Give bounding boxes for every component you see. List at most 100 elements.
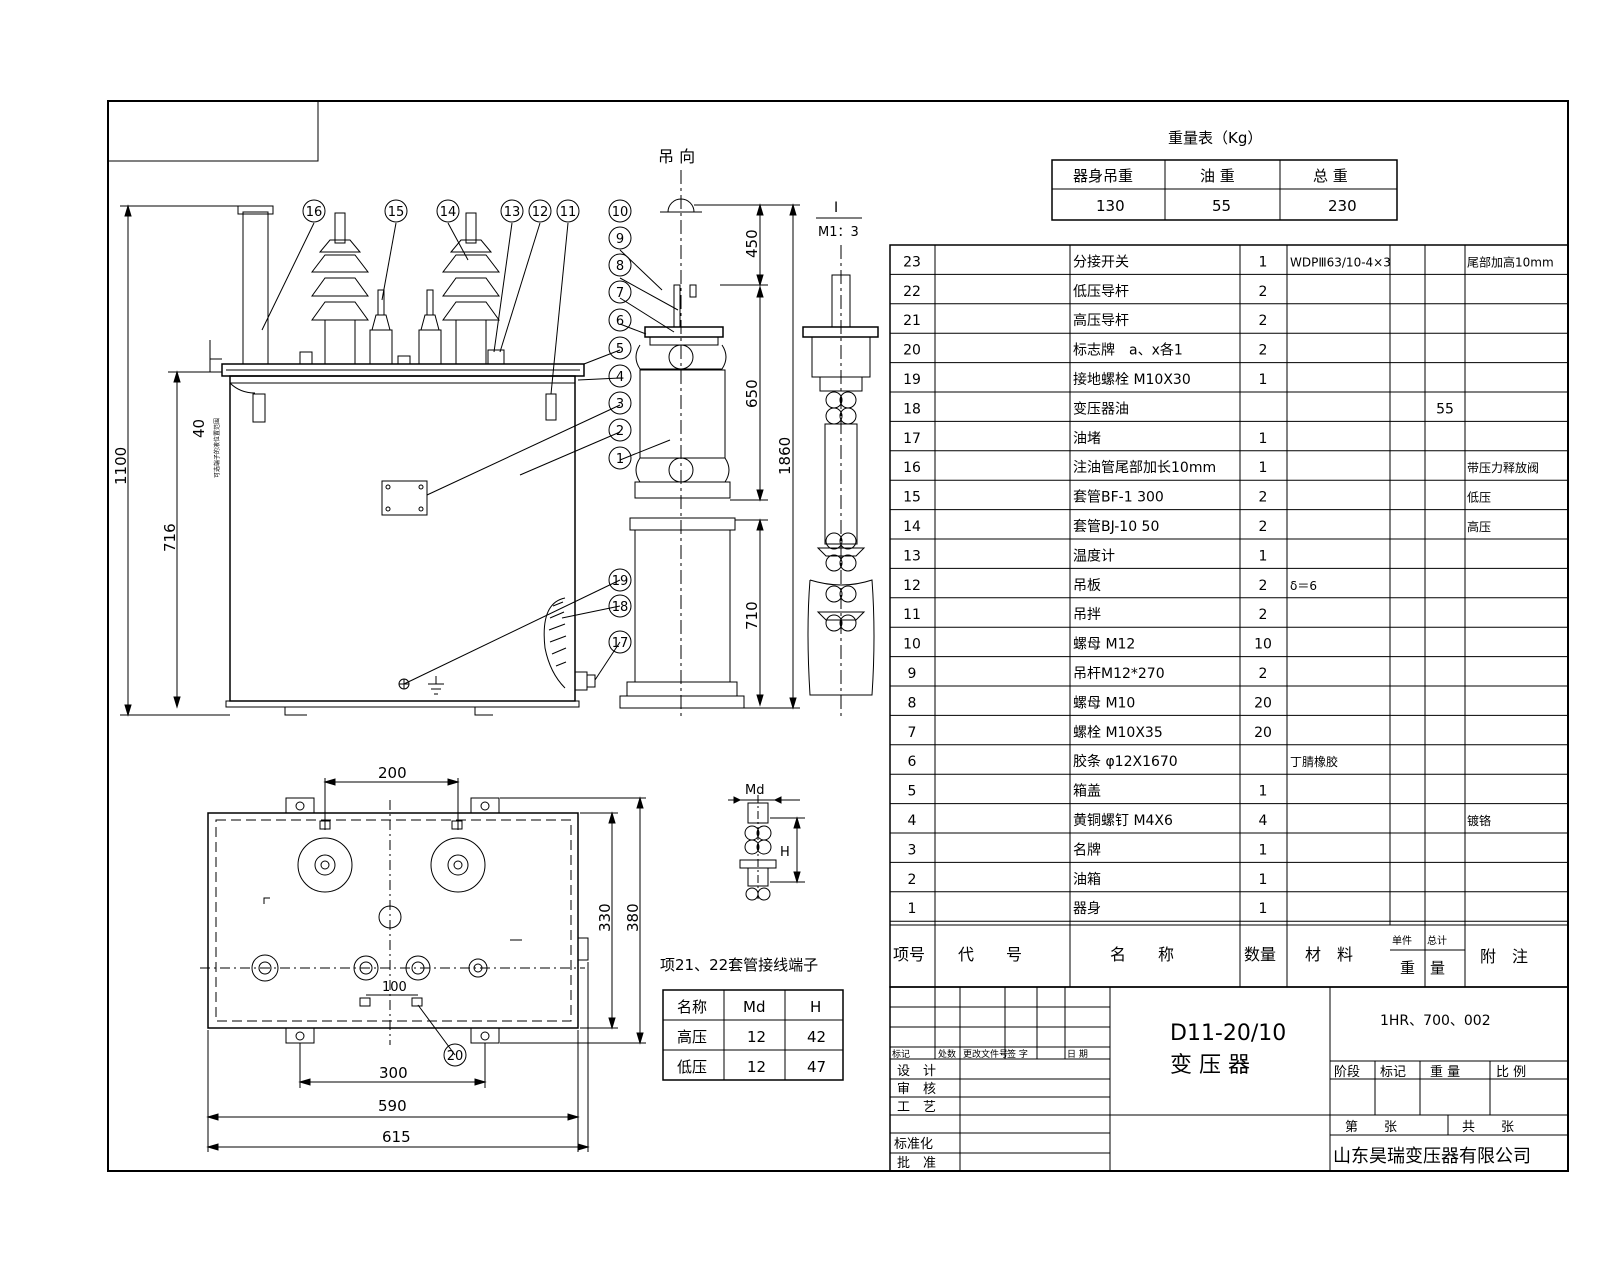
part-name: 接地螺栓 M10X30 — [1073, 371, 1191, 388]
terminal-lv-name: 低压 — [677, 1058, 707, 1076]
weight-header-oil: 油 重 — [1200, 167, 1235, 185]
callout-number: 7 — [616, 286, 624, 301]
parts-header-qty: 数量 — [1244, 945, 1276, 964]
parts-header-no: 项号 — [893, 945, 925, 964]
part-qty: 1 — [1259, 548, 1268, 564]
part-qty: 1 — [1259, 254, 1268, 270]
part-no: 15 — [903, 490, 921, 506]
terminal-h-label: H — [780, 845, 790, 860]
role-approve: 批 准 — [897, 1156, 936, 1171]
part-qty: 2 — [1259, 343, 1268, 359]
part-name: 螺母 M10 — [1073, 695, 1135, 711]
part-no: 21 — [903, 313, 921, 329]
callout-number: 19 — [612, 574, 629, 589]
callout-circle — [557, 200, 579, 222]
section-number: I — [834, 200, 838, 216]
stage-header-mark: 标记 — [1380, 1065, 1406, 1080]
part-qty: 1 — [1259, 372, 1268, 388]
rev-header-count: 处数 — [938, 1048, 956, 1060]
dim-hv-spacing: 200 — [378, 764, 407, 782]
sheet-total: 共 张 — [1462, 1120, 1514, 1135]
part-no: 8 — [908, 695, 917, 711]
part-qty: 20 — [1254, 695, 1272, 711]
part-no: 11 — [903, 607, 921, 623]
part-no: 18 — [903, 401, 921, 417]
parts-header-name: 名 称 — [1110, 945, 1174, 964]
side-section-view: 吊 向 — [620, 147, 800, 720]
corner-box — [108, 101, 318, 161]
role-process: 工 艺 — [897, 1100, 936, 1115]
callout-number: 16 — [306, 205, 323, 220]
terminal-header-md: Md — [743, 998, 765, 1016]
part-name: 套管BJ-10 50 — [1073, 519, 1159, 535]
terminal-header-h: H — [810, 998, 821, 1016]
dim-tank-length: 590 — [378, 1097, 407, 1115]
callout-number: 12 — [532, 205, 549, 220]
top-plan-view: 200 330 380 100 300 590 615 — [200, 764, 646, 1152]
part-name: 吊板 — [1073, 578, 1101, 594]
stage-header-weight: 重 量 — [1430, 1064, 1460, 1080]
dim-foot-spacing: 300 — [379, 1064, 408, 1082]
weight-value-oil: 55 — [1212, 197, 1231, 215]
callout-number: 4 — [616, 370, 624, 385]
part-name: 胶条 φ12X1670 — [1073, 753, 1178, 770]
part-qty: 20 — [1254, 725, 1272, 741]
terminal-header-name: 名称 — [677, 998, 707, 1016]
parts-header-note: 附 注 — [1480, 947, 1528, 966]
callout-circle — [385, 200, 407, 222]
terminal-hv-name: 高压 — [677, 1028, 707, 1046]
stage-header-scale: 比 例 — [1496, 1065, 1526, 1080]
hv-bushing-left — [312, 213, 368, 364]
part-no: 1 — [908, 901, 917, 917]
callout-circle — [609, 281, 631, 303]
part-no: 12 — [903, 578, 921, 594]
terminal-hv-md: 12 — [747, 1028, 766, 1046]
part-name: 箱盖 — [1073, 784, 1101, 800]
dim-lift-length: 450 — [743, 229, 761, 258]
callout-number: 13 — [504, 205, 521, 220]
rev-header-doc: 更改文件号 — [963, 1048, 1008, 1060]
dim-lv-spacing: 100 — [382, 980, 407, 995]
part-no: 5 — [908, 784, 917, 800]
weight-value-total: 230 — [1328, 197, 1357, 215]
part-name: 黄铜螺钉 M4X6 — [1073, 812, 1173, 829]
part-qty: 1 — [1259, 872, 1268, 888]
front-elevation-view — [222, 206, 595, 715]
callout-number: 3 — [616, 397, 624, 412]
terminal-hv-h: 42 — [807, 1028, 826, 1046]
part-no: 20 — [903, 343, 921, 359]
rev-header-mark: 标记 — [892, 1048, 910, 1060]
weight-value-body: 130 — [1096, 197, 1125, 215]
callout-number: 10 — [612, 205, 629, 220]
callout-number: 14 — [440, 205, 457, 220]
part-name: 螺栓 M10X35 — [1073, 725, 1163, 741]
callout-circle — [609, 365, 631, 387]
terminal-lv-md: 12 — [747, 1058, 766, 1076]
callout-number: 20 — [447, 1049, 464, 1064]
part-name: 标志牌 a、x各1 — [1073, 342, 1183, 359]
weight-header-body: 器身吊重 — [1073, 167, 1133, 185]
part-qty: 10 — [1254, 637, 1272, 653]
callout-circle — [303, 200, 325, 222]
part-no: 2 — [908, 872, 917, 888]
part-qty: 2 — [1259, 578, 1268, 594]
dim-note: 可选端子的液位置范围 — [213, 418, 221, 478]
weight-table: 重量表（Kg） 器身吊重 油 重 总 重 130 55 230 — [1052, 129, 1397, 220]
drawing-number: 1HR、700、002 — [1380, 1013, 1491, 1029]
part-name: 温度计 — [1073, 548, 1115, 564]
parts-header-total: 总计 — [1427, 934, 1447, 947]
part-no: 23 — [903, 254, 921, 270]
part-note: 镀铬 — [1467, 813, 1491, 828]
company-name: 山东昊瑞变压器有限公司 — [1333, 1146, 1531, 1167]
hv-bushing-right — [443, 213, 499, 364]
part-name: 注油管尾部加长10mm — [1073, 460, 1216, 476]
dim-body-height: 650 — [743, 379, 761, 408]
part-name: 高压导杆 — [1073, 312, 1129, 329]
callout-number: 11 — [560, 205, 577, 220]
product-name: 变 压 器 — [1170, 1053, 1250, 1078]
part-qty: 2 — [1259, 666, 1268, 682]
terminal-lv-h: 47 — [807, 1058, 826, 1076]
callout-circle — [609, 392, 631, 414]
part-name: 低压导杆 — [1073, 284, 1129, 300]
stage-header-stage: 阶段 — [1334, 1065, 1360, 1080]
